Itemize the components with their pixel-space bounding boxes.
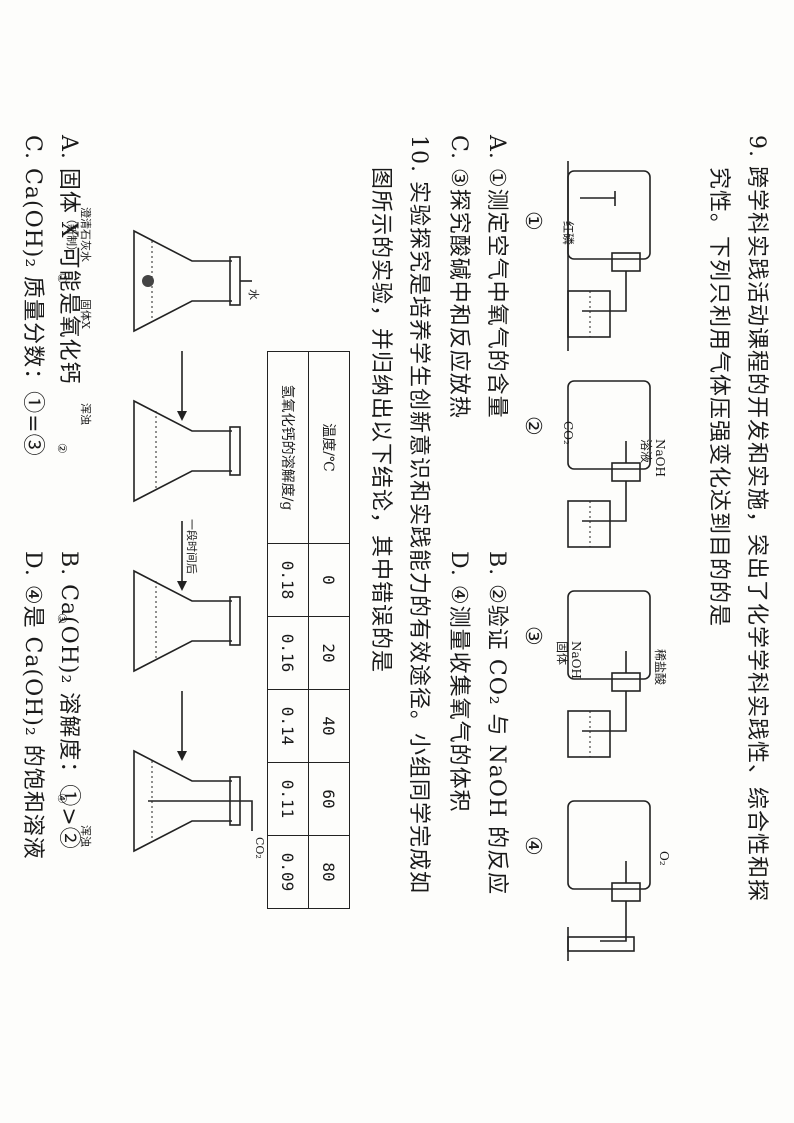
table-cell: 0.09 <box>267 835 309 909</box>
q9-stem-line2: 究性。下列只利用气体压强变化达到目的的是 <box>706 167 731 628</box>
q10-option-b: B. Ca(OH)₂ 溶解度：①>② <box>56 551 81 850</box>
apparatus-2-drawing <box>567 380 651 548</box>
q9-stem-line1: 9. 跨学科实践活动课程的开发和实施，突出了化学学科实践性、综合性和探 <box>744 135 769 902</box>
apparatus-3-number: ③ <box>520 626 545 647</box>
figure-label-co2: CO₂ <box>253 837 266 859</box>
table-row: 温度/℃ 0 20 40 60 80 <box>308 351 350 909</box>
apparatus-2-label-co2: CO₂ <box>561 421 575 445</box>
q10-stem-line2: 图所示的实验，并归纳出以下结论，其中错误的是 <box>368 167 393 674</box>
apparatus-3-drawing <box>567 590 651 758</box>
figure-label-water: 水 <box>247 289 260 300</box>
table-cell: 0.16 <box>267 616 309 690</box>
table-header-temperature: 温度/℃ <box>308 351 350 544</box>
table-cell: 20 <box>308 616 350 690</box>
q10-stem-line1: 10. 实验探究是培养学生创新意识和实践能力的有效途径。小组同学完成如 <box>406 135 431 894</box>
table-cell: 0 <box>308 543 350 617</box>
solubility-table: 温度/℃ 0 20 40 60 80 氢氧化钙的溶解度/g 0.18 0.16 … <box>267 351 350 909</box>
q10-option-c: C. Ca(OH)₂ 质量分数：①=③ <box>20 135 45 457</box>
flask-experiment-drawing <box>133 229 253 853</box>
table-header-solubility: 氢氧化钙的溶解度/g <box>267 351 309 544</box>
table-cell: 60 <box>308 762 350 836</box>
apparatus-3-label-acid: 稀盐酸 <box>653 649 667 686</box>
q9-option-c: C. ③探究酸碱中和反应放热 <box>446 135 471 419</box>
q10-option-a: A. 固体 X 可能是氧化钙 <box>56 135 81 385</box>
q9-option-b: B. ②验证 CO₂ 与 NaOH 的反应 <box>484 551 509 896</box>
figure-label-turbid-2: 浑浊 <box>79 403 92 425</box>
apparatus-4-number: ④ <box>520 836 545 857</box>
apparatus-1-label-red-phosphorus: 红磷 <box>561 221 575 246</box>
table-cell: 80 <box>308 835 350 909</box>
table-cell: 0.11 <box>267 762 309 836</box>
apparatus-3-label-solid: 固体 <box>555 641 569 666</box>
q10-option-d: D. ④是 Ca(OH)₂ 的饱和溶液 <box>20 551 45 860</box>
q9-option-a: A. ①测定空气中氧气的含量 <box>484 135 509 419</box>
rotated-content: 9. 跨学科实践活动课程的开发和实施，突出了化学学科实践性、综合性和探 究性。下… <box>12 121 782 1001</box>
apparatus-2-number: ② <box>520 416 545 437</box>
table-cell: 40 <box>308 689 350 763</box>
apparatus-1-drawing <box>567 161 651 351</box>
apparatus-1-number: ① <box>520 211 545 232</box>
q9-option-d: D. ④测量收集氧气的体积 <box>446 551 471 813</box>
table-cell: 0.18 <box>267 543 309 617</box>
table-cell: 0.14 <box>267 689 309 763</box>
apparatus-4-drawing <box>567 800 651 961</box>
figure-label-after-time: 一段时间后 <box>185 519 198 574</box>
apparatus-2-label-solution: 溶液 <box>639 439 653 464</box>
table-row: 氢氧化钙的溶解度/g 0.18 0.16 0.14 0.11 0.09 <box>267 351 309 909</box>
figure-number-2: ② <box>55 443 69 454</box>
apparatus-4-label-o2: O₂ <box>657 851 671 866</box>
